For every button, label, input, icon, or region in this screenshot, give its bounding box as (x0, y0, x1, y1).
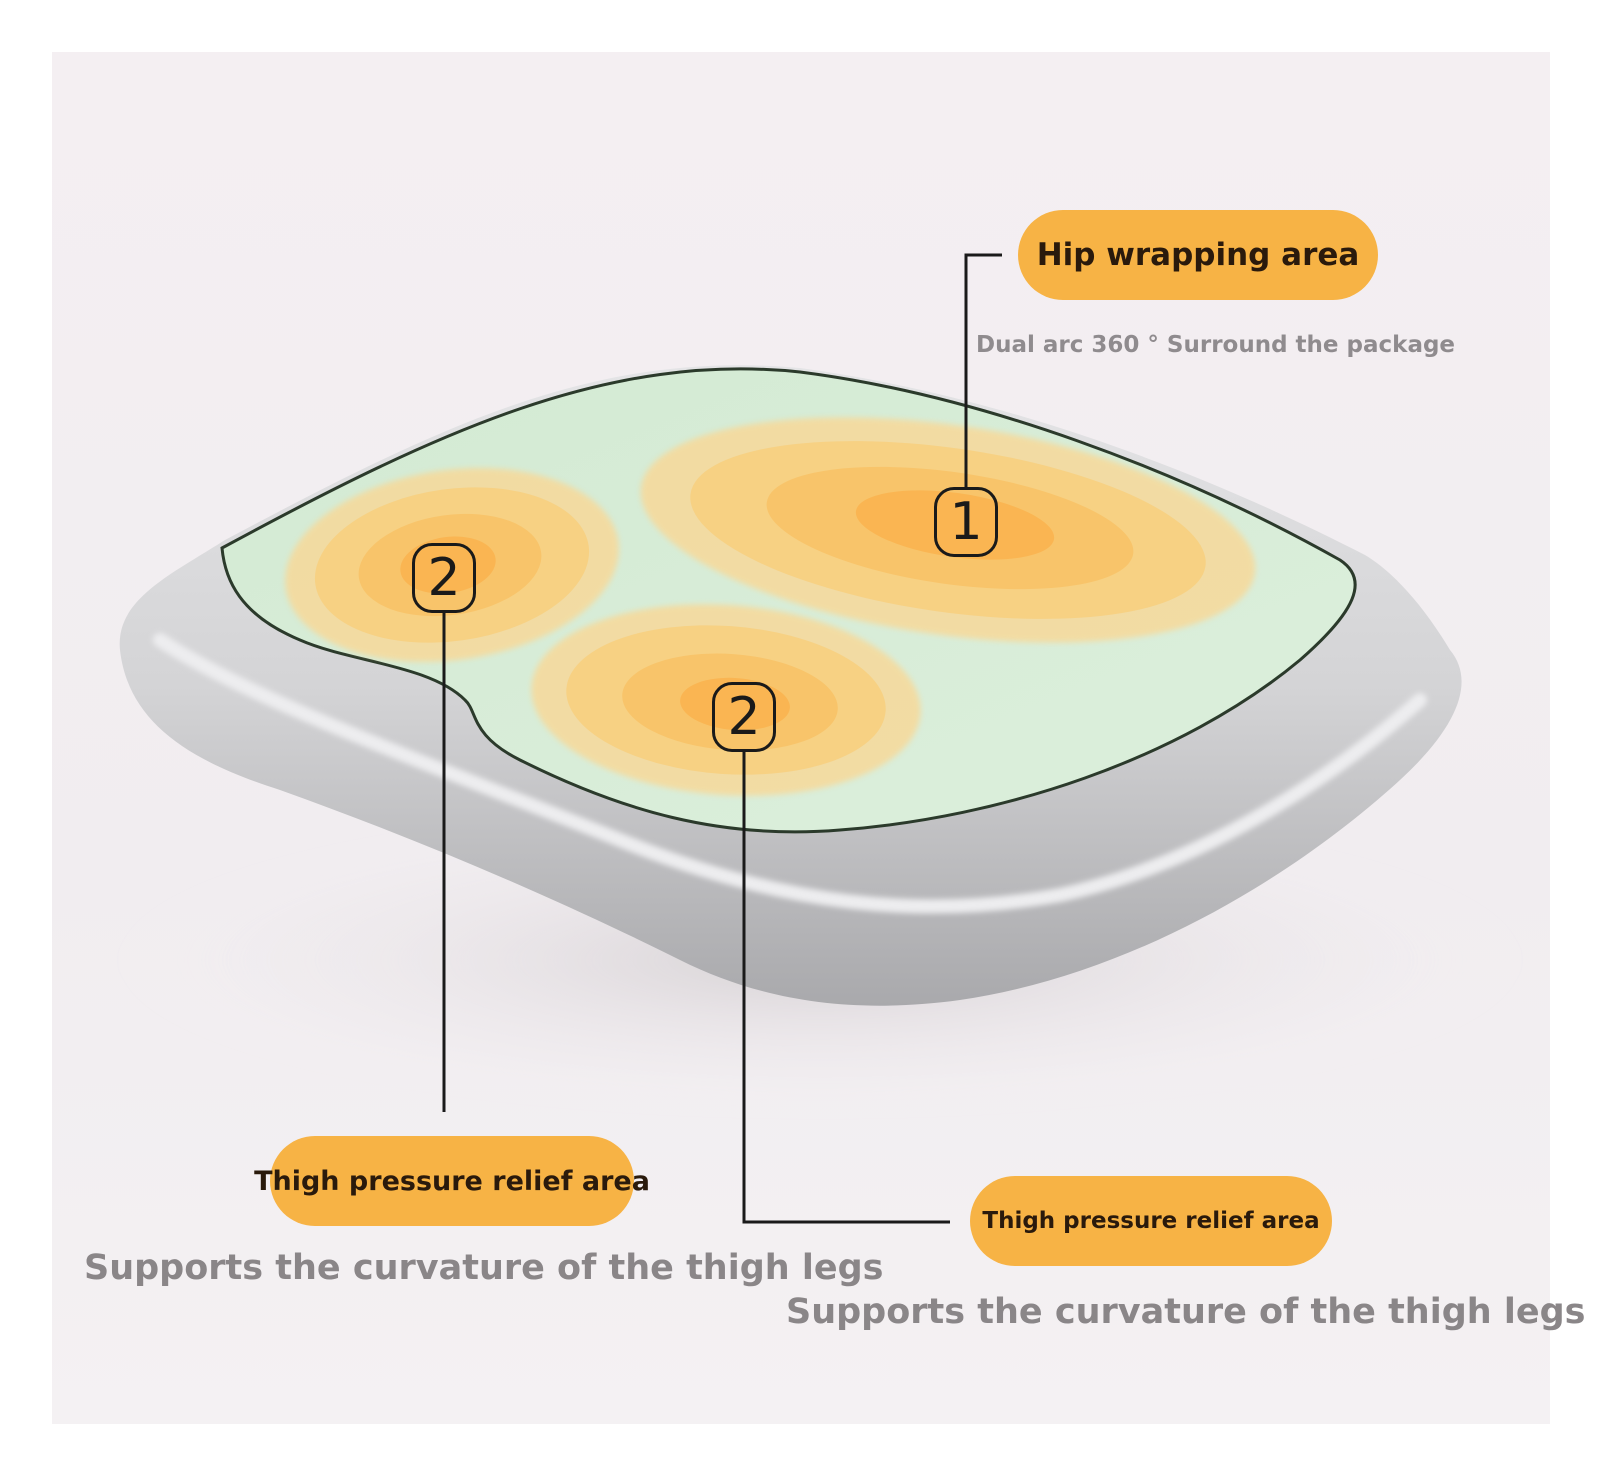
thigh-area-label-left: Thigh pressure relief area (254, 1136, 650, 1226)
leader-line-hip (964, 253, 1002, 487)
thigh-area-caption-left: Supports the curvature of the thigh legs (84, 1248, 884, 1288)
hip-pressure-zone (640, 417, 1256, 643)
hip-area-label: Hip wrapping area (1018, 210, 1378, 300)
thigh-area-label-right: Thigh pressure relief area (970, 1176, 1332, 1266)
zone-marker-1: 1 (934, 487, 998, 557)
hip-area-caption: Dual arc 360 ° Surround the package (976, 332, 1456, 358)
thigh-area-caption-right: Supports the curvature of the thigh legs (786, 1292, 1586, 1332)
zone-marker-2-left: 2 (412, 543, 476, 613)
zone-marker-2-center: 2 (712, 682, 776, 752)
thigh-pressure-zone-left (285, 468, 619, 662)
leader-line-thigh-right (742, 752, 950, 1224)
cushion-rim-highlight (153, 633, 1427, 914)
